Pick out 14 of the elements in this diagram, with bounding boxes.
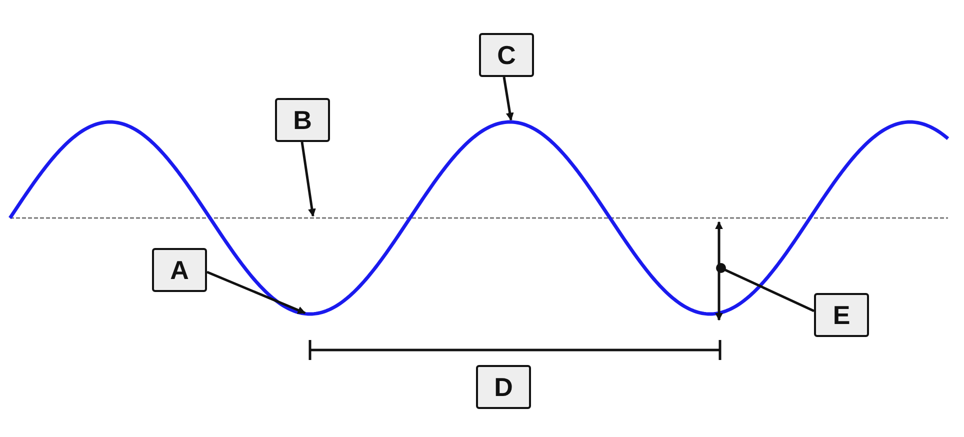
label-box bbox=[152, 248, 207, 292]
callout-letter: D bbox=[494, 374, 513, 400]
label-box bbox=[814, 293, 869, 337]
label-box bbox=[275, 98, 330, 142]
leader-line bbox=[300, 142, 316, 217]
leader-line bbox=[502, 76, 514, 121]
leader-line bbox=[206, 270, 306, 314]
label-box bbox=[476, 365, 531, 409]
callout-letter: E bbox=[832, 302, 850, 328]
label-box bbox=[479, 33, 534, 77]
callout-letter: A bbox=[170, 257, 189, 283]
leader-line bbox=[716, 263, 815, 312]
callout-letter: C bbox=[497, 42, 516, 68]
callout-letter: B bbox=[293, 107, 312, 133]
